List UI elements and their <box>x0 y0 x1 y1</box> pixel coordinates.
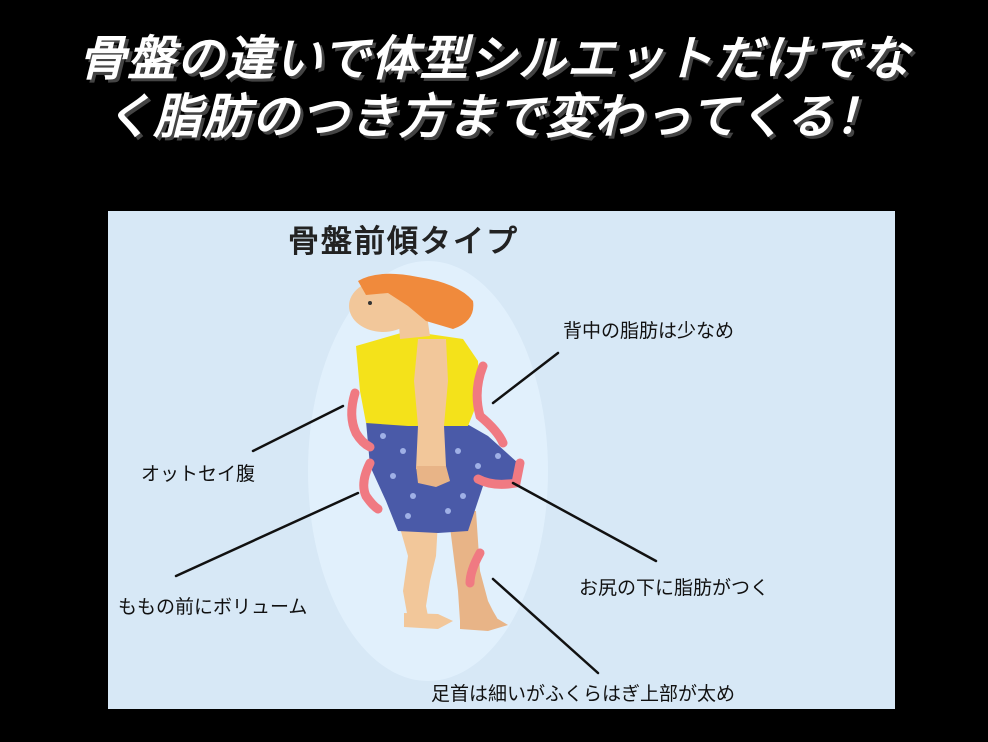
eye <box>368 301 372 305</box>
label-belly: オットセイ腹 <box>141 459 255 486</box>
label-back-fat: 背中の脂肪は少なめ <box>563 316 734 343</box>
label-calf: 足首は細いがふくらはぎ上部が太め <box>431 679 735 706</box>
headline: 骨盤の違いで体型シルエットだけでな く脂肪のつき方まで変わってくる！ <box>0 30 988 146</box>
label-buttock: お尻の下に脂肪がつく <box>579 573 769 600</box>
arm <box>414 339 448 473</box>
diagram-title: 骨盤前傾タイプ <box>288 216 519 261</box>
label-thigh: ももの前にボリューム <box>118 592 307 619</box>
diagram-panel: 骨盤前傾タイプ 背中の脂肪は少なめ オットセイ腹 お尻の下に脂肪がつく ももの前… <box>108 211 895 709</box>
headline-line-2: く脂肪のつき方まで変わってくる！ <box>0 88 988 146</box>
headline-line-1: 骨盤の違いで体型シルエットだけでな <box>0 30 988 88</box>
